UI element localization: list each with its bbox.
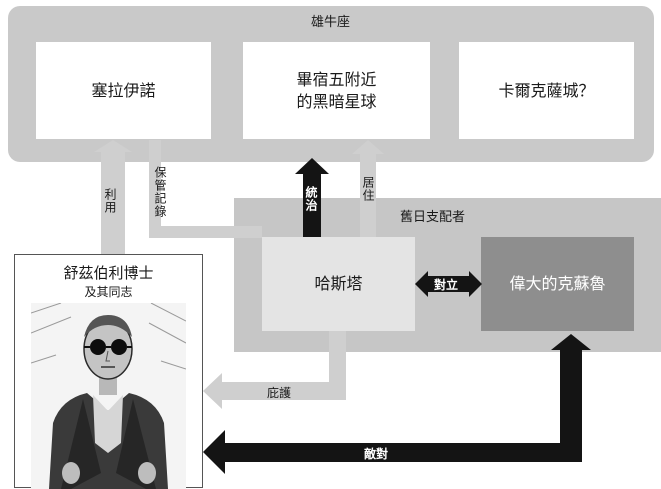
keep-records-label: 保管記錄 [153,166,167,218]
keep-records-arrow [149,140,262,238]
reside-label: 居住 [361,176,375,202]
oppose-arrow [415,271,482,297]
oppose-label: 對立 [434,278,459,292]
shrewsbury-portrait [31,303,186,489]
hyades-dark-star-node: 畢宿五附近 的黑暗星球 [243,42,430,139]
taurus-group-title: 雄牛座 [310,15,350,30]
shrewsbury-subtitle: 及其同志 [84,285,133,299]
hastur-node: 哈斯塔 [262,237,415,331]
use-label: 利用 [103,188,117,214]
protect-arrow [203,331,346,409]
reside-arrow [352,140,384,237]
shrewsbury-card: 舒茲伯利博士 及其同志 [14,254,203,489]
rule-arrow [295,158,329,237]
rule-label: 統治 [304,186,318,212]
celaeno-node: 塞拉伊諾 [36,42,211,139]
great-old-ones-title: 舊日支配者 [400,210,466,225]
hostile-arrow [203,334,591,474]
protect-label: 庇護 [267,386,292,400]
carcosa-node: 卡爾克薩城？ [459,42,634,139]
use-arrow [94,140,132,254]
hostile-label: 敵對 [364,447,389,461]
hyades-label-line1: 畢宿五附近 [296,69,377,89]
shrewsbury-name: 舒茲伯利博士 [63,264,154,282]
cthulhu-node: 偉大的克蘇魯 [481,237,634,331]
hyades-label-line2: 的黑暗星球 [296,91,377,111]
